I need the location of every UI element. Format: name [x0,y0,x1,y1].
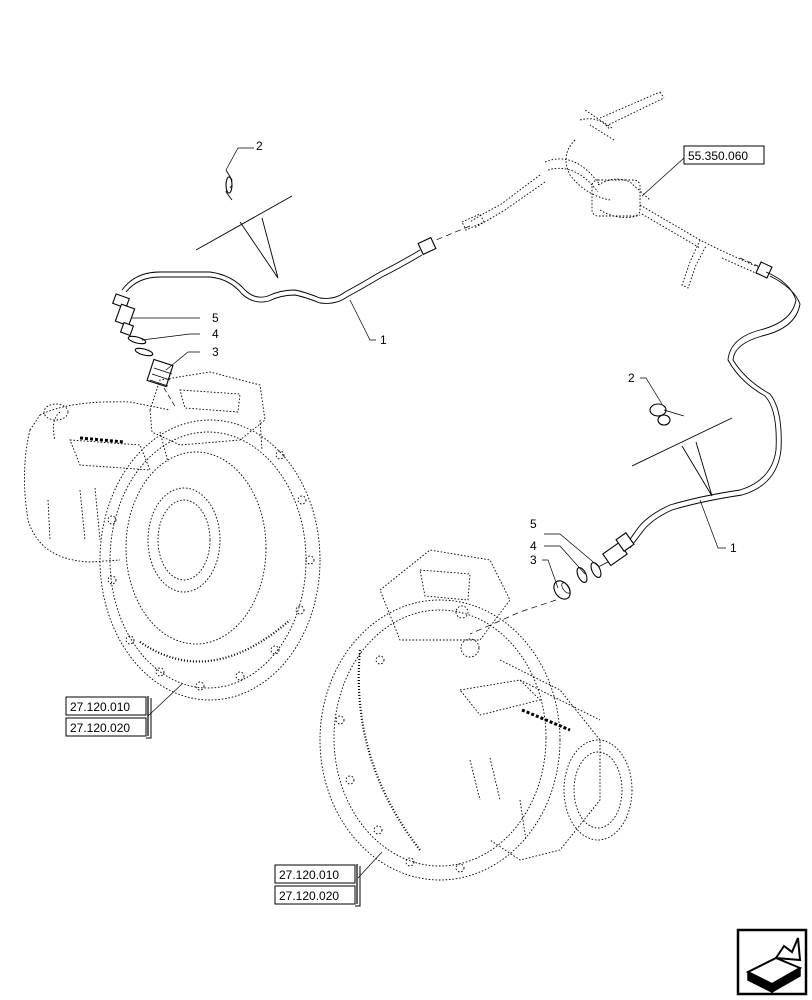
reference-left-top-box[interactable]: 27.120.010 [65,696,147,716]
axle-housing-right [319,549,633,881]
callout-labels: 1 1 2 2 3 3 4 4 5 5 [212,139,737,567]
leader-lines [132,147,726,879]
callout-1-right: 1 [730,541,737,555]
reference-right-bottom-box[interactable]: 27.120.020 [274,885,356,905]
reference-right-group: 27.120.010 27.120.020 [274,864,361,907]
section-mark-left [195,195,293,279]
axle-housing-left [24,371,321,701]
callout-4-left: 4 [212,327,219,341]
callout-4-right: 4 [530,539,537,553]
section-mark-right [631,417,733,497]
callout-3-left: 3 [212,345,219,359]
callout-5-left: 5 [212,311,219,325]
next-page-arrow-icon[interactable] [736,928,808,996]
sensor-cable-right [469,271,801,635]
reference-harness[interactable]: 55.350.060 [688,149,748,163]
reference-right-bottom[interactable]: 27.120.020 [279,889,339,903]
wiring-harness [417,91,773,289]
sensor-cable-left [112,249,423,409]
cable-clip-left [225,169,233,201]
callout-5-right: 5 [530,517,537,531]
reference-left-bottom-box[interactable]: 27.120.020 [65,717,147,737]
callout-2-left: 2 [256,139,263,153]
callout-1-left: 1 [380,333,387,347]
reference-right-top-box[interactable]: 27.120.010 [274,864,356,884]
reference-left-top[interactable]: 27.120.010 [70,700,130,714]
reference-left-bottom[interactable]: 27.120.020 [70,721,130,735]
reference-right-top[interactable]: 27.120.010 [279,868,339,882]
reference-left-group: 27.120.010 27.120.020 [65,696,152,739]
cable-clip-right [649,403,685,426]
reference-harness-box[interactable]: 55.350.060 [683,145,765,165]
callout-2-right: 2 [628,371,635,385]
callout-3-right: 3 [530,553,537,567]
